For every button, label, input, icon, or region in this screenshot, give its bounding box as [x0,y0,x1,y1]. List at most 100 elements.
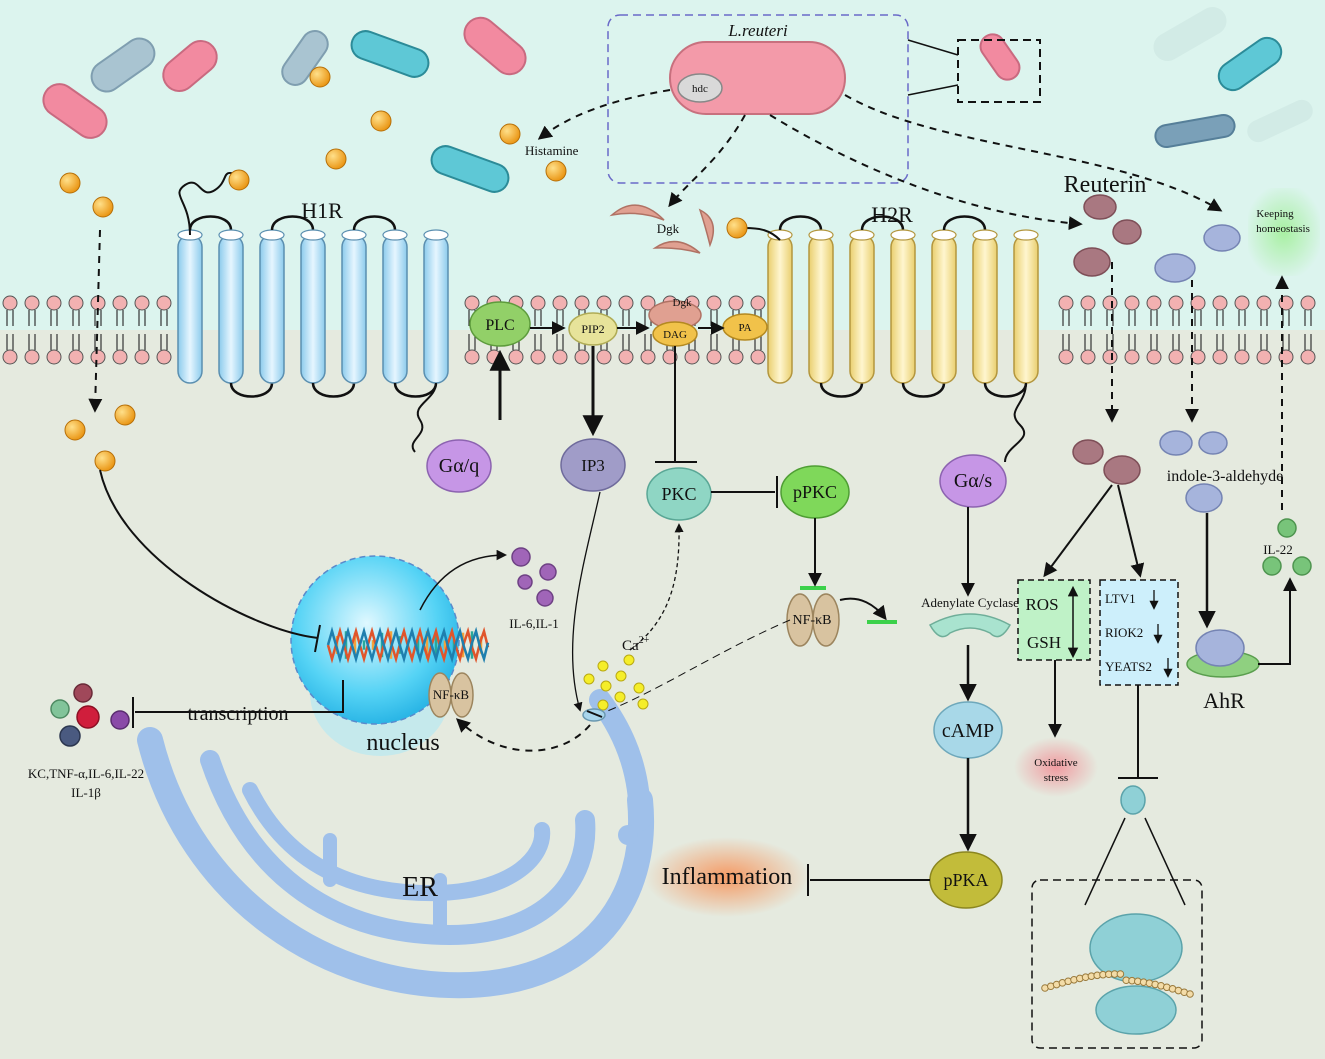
helix-cap [767,229,793,241]
mrna-nucleotide [1186,990,1194,998]
calcium-superscript: 2+ [639,635,650,646]
adenylate-cyclase-label: Adenylate Cyclase [921,595,1019,610]
oxidative-label-1: Oxidative [1034,757,1077,769]
histamine-molecule [309,66,331,88]
lipid-head [156,349,172,365]
ribosome-box [1031,879,1203,1049]
lipid-head [2,295,18,311]
nfkb-nucleus-label: NF-κB [433,687,469,702]
lipid-head [46,349,62,365]
calcium-text: Ca [622,638,639,654]
h2r-receptor [744,215,1039,463]
camp-label: cAMP [942,720,994,742]
helix-cap [218,229,244,241]
dgk-top-label: Dgk [657,221,680,236]
lipid-head [90,349,106,365]
histamine-molecule [94,450,116,472]
histamine-molecule [228,169,250,191]
helix-cap [972,229,998,241]
lipid-head [24,349,40,365]
ga-s-label: Gα/s [954,470,992,492]
lipid-head [1190,295,1206,311]
ppkc-label: pPKC [793,482,837,502]
lipid-head [134,349,150,365]
lipid-head [530,349,546,365]
cytokines-label-2: IL-1β [71,785,101,800]
lipid-head [1080,349,1096,365]
helix-cap [1013,229,1039,241]
lipid-head [1146,295,1162,311]
receptor-loop [819,382,864,398]
ribosome-small-icon [1120,785,1146,815]
lipid-head [156,295,172,311]
gsh-label: GSH [1027,633,1061,652]
nucleus-label: nucleus [366,730,439,756]
ga-q-label: Gα/q [439,455,479,477]
helix-cap [423,229,449,241]
il6-il1-label: IL-6,IL-1 [509,616,558,631]
lipid-head [1212,349,1228,365]
oxidative-label-2: stress [1044,772,1068,784]
il6-il1-molecules [511,547,557,607]
lipid-head [706,295,722,311]
h2r-label: H2R [871,202,913,227]
transmembrane-helix [972,234,998,384]
receptor-loop [229,382,274,398]
histamine-label: Histamine [525,143,579,158]
transmembrane-helix [218,234,244,384]
lipid-head [750,295,766,311]
reuterin-molecules [1073,194,1142,277]
lipid-head [640,349,656,365]
inflammation-glow [645,837,809,917]
nfkb-cytoplasm-label: NF-κB [793,613,832,628]
indole-label: indole-3-aldehyde [1167,468,1283,485]
homeostasis-glow [1248,188,1320,276]
pkc-node [646,467,712,521]
lipid-head [1124,295,1140,311]
lipid-head [596,349,612,365]
pa-label: PA [738,322,751,334]
indole-intracellular [1159,430,1228,513]
oxidative-stress-glow [1014,737,1098,797]
transcription-label: transcription [187,703,288,725]
helix-cap [382,229,408,241]
bacteria-group [42,7,1313,193]
zoom-box [957,39,1041,103]
ip3-receptor-channel [582,708,606,722]
nfkb-bar-top [800,586,826,590]
transmembrane-helix [300,234,326,384]
lipid-head [750,349,766,365]
nfkb-cytoplasm-node [786,593,840,647]
receptor-loop [860,215,905,231]
lipid-head [1168,349,1184,365]
dag-label: DAG [663,329,687,341]
receptor-loop [942,215,987,231]
indole-molecules-top [1154,224,1241,283]
dna-helix [326,626,490,664]
ribosome-small [1095,985,1177,1035]
homeostasis-label: homeostasis [1256,223,1310,235]
lipid-head [1124,349,1140,365]
c-terminus [1004,382,1027,463]
helix-cap [808,229,834,241]
lipid-head [24,295,40,311]
yeats2-label: YEATS2 [1105,659,1152,674]
histamine-molecule [92,196,114,218]
h1r-receptor [177,171,449,453]
ros-label: ROS [1025,595,1058,614]
lipid-head [68,295,84,311]
dna-strand [326,626,490,664]
histamine-molecule [545,160,567,182]
ppka-label: pPKA [943,870,988,890]
transmembrane-helix [890,234,916,384]
calcium-label: Ca2+ [622,635,650,654]
endoplasmic-reticulum [137,689,655,999]
lipid-head [464,349,480,365]
ga-q-node [426,439,492,493]
lipid-head [112,349,128,365]
mrna-strand [1041,970,1194,998]
lipid-head [1256,349,1272,365]
transmembrane-helix [931,234,957,384]
lipid-head [684,349,700,365]
